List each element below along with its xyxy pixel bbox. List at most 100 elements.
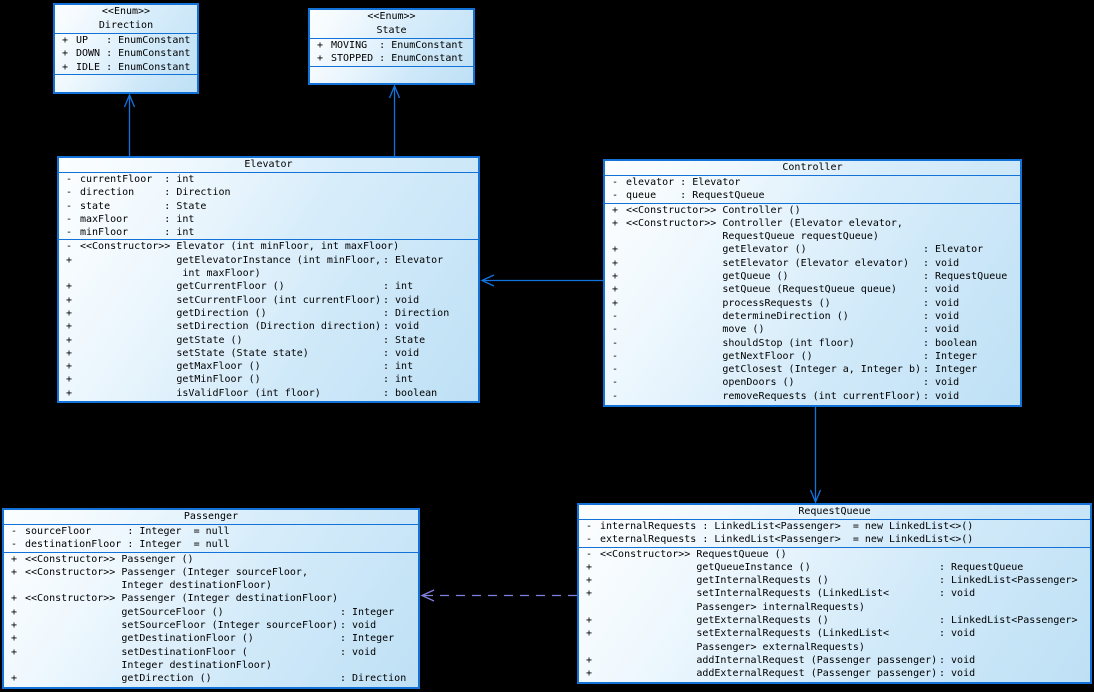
member-signature: setSourceFloor (Integer sourceFloor) <box>25 620 339 632</box>
class-box-passenger[interactable]: Passenger -sourceFloor : Integer = null-… <box>2 508 420 689</box>
method-row: + setExternalRequests (LinkedList< Passe… <box>579 627 1090 654</box>
member-signature: getNextFloor () <box>626 350 813 362</box>
member-signature: getElevator () <box>626 244 807 256</box>
class-title: Elevator <box>59 158 478 173</box>
connector-elevator-to-direction[interactable] <box>123 93 136 156</box>
attribute-row: -destinationFloor : Integer = null <box>4 538 418 551</box>
methods-compartment: -<<Constructor>> RequestQueue () + getQue… <box>579 547 1090 682</box>
open-arrowhead-icon <box>388 84 401 99</box>
member-signature: shouldStop (int floor) <box>626 337 855 349</box>
return-type: : void <box>923 297 960 309</box>
return-type: : LinkedList<Passenger> <box>939 575 1078 587</box>
visibility-marker: - <box>612 364 619 376</box>
method-row: + getDirection (): Direction <box>4 672 418 685</box>
method-row: + getSourceFloor (): Integer <box>4 606 418 619</box>
attribute-row: +UP : EnumConstant <box>55 34 197 47</box>
class-name: Controller <box>782 162 843 173</box>
attribute-row: +STOPPED : EnumConstant <box>310 52 473 65</box>
class-box-state[interactable]: <<Enum>> State +MOVING : EnumConstant+ST… <box>308 8 475 85</box>
member-signature: <<Constructor>> Passenger (Integer desti… <box>25 593 339 605</box>
attributes-compartment: +UP : EnumConstant+DOWN : EnumConstant+I… <box>55 34 197 75</box>
member-signature: getQueueInstance () <box>600 561 811 573</box>
member-signature: state : State <box>80 200 207 212</box>
return-type: : void <box>939 588 976 600</box>
attributes-compartment: -sourceFloor : Integer = null-destinatio… <box>4 525 418 553</box>
member-signature: addInternalRequest (Passenger passenger) <box>600 654 938 666</box>
methods-compartment <box>310 66 473 83</box>
return-type: : int <box>383 374 414 386</box>
return-type: : void <box>923 390 960 402</box>
member-signature: setCurrentFloor (int currentFloor) <box>80 294 382 306</box>
method-row: + getQueue () : RequestQueue <box>605 270 1020 283</box>
method-row: +<<Constructor>> Passenger (Integer sour… <box>4 566 418 593</box>
return-type: : void <box>340 620 377 632</box>
visibility-marker: + <box>612 297 619 309</box>
visibility-marker: + <box>66 294 73 306</box>
open-arrowhead-icon <box>123 93 136 108</box>
method-row: + setQueue (RequestQueue queue): void <box>605 283 1020 296</box>
member-signature: removeRequests (int currentFloor) <box>626 390 922 402</box>
method-row: - move (): void <box>605 323 1020 336</box>
attribute-row: -internalRequests : LinkedList<Passenger… <box>579 520 1090 533</box>
visibility-marker: - <box>66 174 73 185</box>
return-type: : void <box>923 257 960 269</box>
member-signature: getQueue () <box>626 271 789 283</box>
attribute-row: -state : State <box>59 200 478 213</box>
return-type: : void <box>923 324 960 336</box>
method-row: + getMinFloor (): int <box>59 373 478 386</box>
return-type: : int <box>383 361 414 373</box>
class-box-requestqueue[interactable]: RequestQueue -internalRequests : LinkedL… <box>577 503 1092 684</box>
method-row: - getClosest (Integer a, Integer b): Int… <box>605 363 1020 376</box>
member-signature: destinationFloor : Integer = null <box>25 539 230 551</box>
connector-controller-to-requestqueue[interactable] <box>809 407 822 504</box>
class-title: Passenger <box>4 510 418 525</box>
member-signature: getInternalRequests () <box>600 575 829 587</box>
class-box-direction[interactable]: <<Enum>> Direction +UP : EnumConstant+DO… <box>53 3 199 94</box>
method-row: + getElevatorInstance (int minFloor, int… <box>59 254 478 281</box>
connector-controller-to-elevator[interactable] <box>480 274 603 287</box>
visibility-marker: - <box>66 187 73 199</box>
methods-compartment: +<<Constructor>> Controller ()+<<Constru… <box>605 203 1020 405</box>
return-type: : void <box>939 628 976 640</box>
visibility-marker: + <box>612 271 619 283</box>
return-type: : State <box>383 334 426 346</box>
attribute-row: -elevator : Elevator <box>605 176 1020 189</box>
method-row: +<<Constructor>> Controller (Elevator el… <box>605 217 1020 244</box>
class-name: Direction <box>98 20 154 31</box>
visibility-marker: + <box>11 606 18 618</box>
member-signature: isValidFloor (int floor) <box>80 387 321 399</box>
class-box-controller[interactable]: Controller -elevator : Elevator-queue : … <box>603 159 1022 407</box>
method-row: -<<Constructor>> RequestQueue () <box>579 548 1090 561</box>
method-row: - determineDirection (): void <box>605 310 1020 323</box>
return-type: : RequestQueue <box>923 271 1008 283</box>
attribute-row: +MOVING : EnumConstant <box>310 39 473 52</box>
class-box-elevator[interactable]: Elevator -currentFloor : int-direction :… <box>57 156 480 403</box>
member-signature: <<Constructor>> Passenger () <box>25 553 194 565</box>
attributes-compartment: -currentFloor : int-direction : Directio… <box>59 173 478 241</box>
member-signature: minFloor : int <box>80 227 195 239</box>
return-type: : void <box>383 321 420 333</box>
connector-elevator-to-state[interactable] <box>388 84 401 156</box>
member-signature: <<Constructor>> Passenger (Integer sourc… <box>25 566 308 592</box>
visibility-marker: + <box>317 40 324 51</box>
visibility-marker: + <box>586 668 593 680</box>
method-row: + getDestinationFloor (): Integer <box>4 632 418 645</box>
attribute-row: -maxFloor : int <box>59 213 478 226</box>
member-signature: setExternalRequests (LinkedList< Passeng… <box>696 628 889 653</box>
visibility-marker: + <box>66 387 73 399</box>
visibility-marker: - <box>11 526 18 537</box>
visibility-marker: + <box>66 334 73 346</box>
visibility-marker: - <box>612 310 619 322</box>
return-type: : void <box>923 377 960 389</box>
class-title: Controller <box>605 161 1020 176</box>
visibility-marker: - <box>11 539 18 551</box>
connector-requestqueue-to-passenger[interactable] <box>420 589 577 602</box>
method-row: - shouldStop (int floor): boolean <box>605 337 1020 350</box>
return-type: : Direction <box>340 673 407 685</box>
visibility-marker: + <box>612 244 619 256</box>
return-type: : void <box>340 646 377 658</box>
visibility-marker: + <box>11 633 18 645</box>
return-type: : int <box>383 281 414 293</box>
stereotype-label: <<Enum>> <box>367 11 416 22</box>
method-row: - getNextFloor (): Integer <box>605 350 1020 363</box>
